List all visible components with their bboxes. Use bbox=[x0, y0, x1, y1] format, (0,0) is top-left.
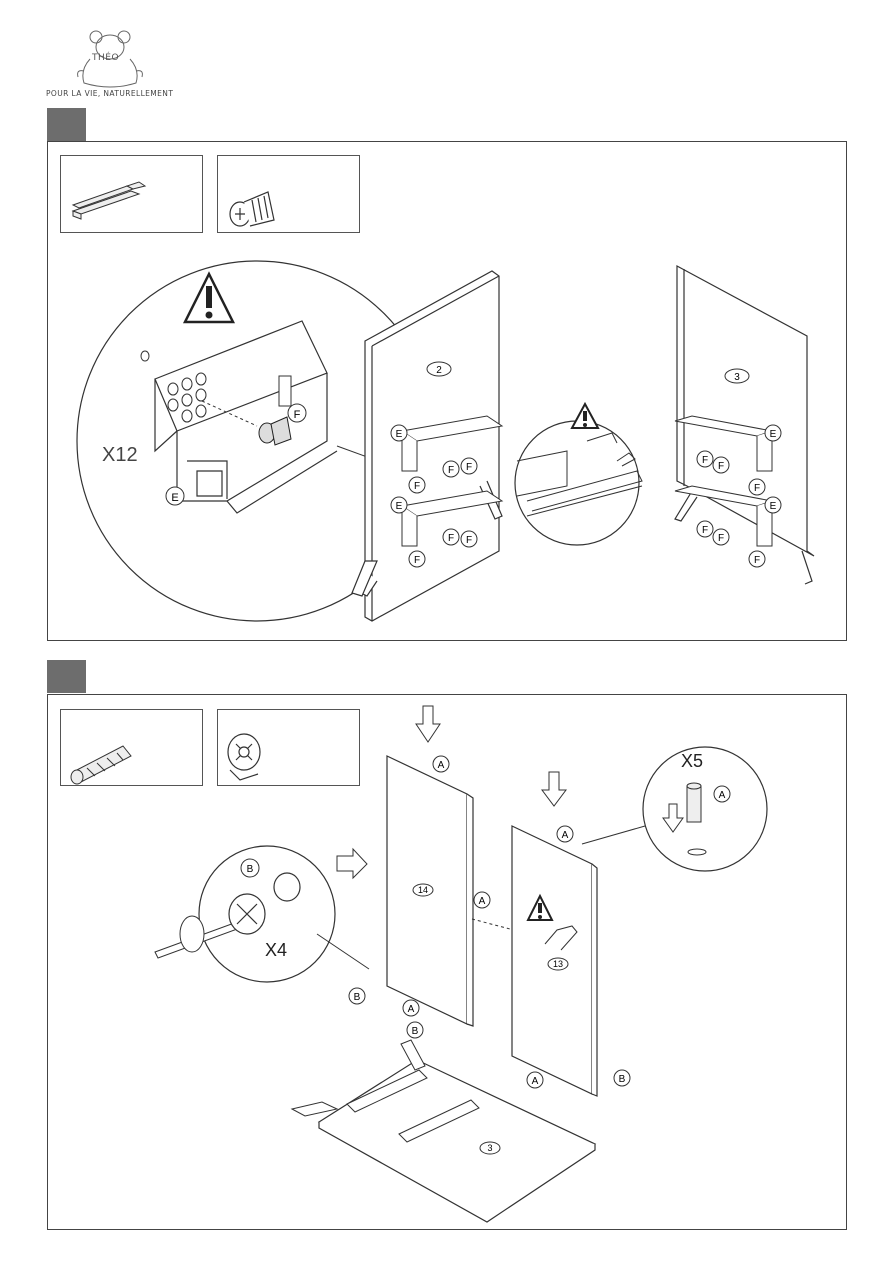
label-e-zoom: E bbox=[165, 486, 185, 506]
brand-logo bbox=[40, 25, 170, 100]
base-brackets bbox=[290, 1039, 480, 1143]
panel-3-labels: E F F F E F F F bbox=[696, 424, 782, 568]
zoom-circle-small bbox=[514, 420, 640, 546]
panel-14-labels: A A A B B bbox=[348, 755, 491, 1039]
panel-2-labels: E F F F E F F F bbox=[390, 424, 478, 568]
svg-text:B: B bbox=[354, 992, 361, 1003]
step-1-badge bbox=[47, 108, 86, 141]
step-2-drawing: B X4 14 A A A B B 13 A A B X5 bbox=[154, 705, 768, 1223]
warning-icon-small bbox=[570, 401, 600, 429]
svg-text:F: F bbox=[466, 462, 472, 473]
multiplier-x5: X5 bbox=[681, 751, 703, 771]
svg-text:13: 13 bbox=[553, 959, 563, 969]
svg-text:F: F bbox=[414, 555, 420, 566]
metal-bracket-icon bbox=[71, 181, 147, 220]
svg-text:3: 3 bbox=[487, 1143, 492, 1153]
brand-tagline: POUR LA VIE, NATURELLEMENT bbox=[46, 89, 174, 98]
wooden-dowel-icon bbox=[70, 745, 132, 785]
svg-text:3: 3 bbox=[734, 372, 740, 383]
svg-text:2: 2 bbox=[436, 365, 442, 376]
svg-text:B: B bbox=[619, 1074, 626, 1085]
teddy-bear-logo-icon bbox=[77, 30, 143, 88]
svg-text:A: A bbox=[479, 896, 486, 907]
svg-text:B: B bbox=[247, 864, 254, 875]
channel-detail bbox=[154, 320, 338, 514]
dowel-detail bbox=[686, 782, 707, 856]
svg-text:A: A bbox=[408, 1004, 415, 1015]
label-panel-14: 14 bbox=[412, 883, 434, 897]
part-box-dowel bbox=[60, 709, 203, 786]
panel-3 bbox=[674, 264, 815, 585]
label-panel-3: 3 bbox=[724, 368, 750, 384]
base-panel-3 bbox=[317, 1059, 597, 1223]
label-base-3: 3 bbox=[479, 1141, 501, 1155]
svg-text:A: A bbox=[532, 1076, 539, 1087]
label-a-zoom: A bbox=[713, 785, 731, 803]
hole-pattern bbox=[140, 350, 207, 423]
multiplier-x12: X12 bbox=[102, 444, 138, 466]
svg-text:F: F bbox=[702, 455, 708, 466]
label-b-zoom: B bbox=[240, 858, 260, 878]
svg-text:A: A bbox=[719, 790, 726, 801]
svg-text:F: F bbox=[448, 533, 454, 544]
svg-text:B: B bbox=[412, 1026, 419, 1037]
right-arrow-icon bbox=[336, 847, 368, 880]
label-f-zoom: F bbox=[287, 403, 307, 423]
svg-text:F: F bbox=[718, 461, 724, 472]
step-2-badge bbox=[47, 660, 86, 693]
svg-text:F: F bbox=[702, 525, 708, 536]
panel-13-labels: A A B bbox=[526, 825, 631, 1089]
label-panel-2: 2 bbox=[426, 361, 452, 377]
cam-nut-detail bbox=[258, 416, 292, 446]
dowel-down-arrow-icon bbox=[662, 803, 684, 833]
svg-text:F: F bbox=[754, 555, 760, 566]
part-box-bracket bbox=[60, 155, 203, 233]
svg-text:E: E bbox=[171, 492, 178, 504]
part-box-cam-nut bbox=[217, 155, 360, 233]
hand-icon bbox=[544, 925, 578, 951]
zoom-small-detail bbox=[516, 432, 643, 517]
svg-text:E: E bbox=[396, 429, 403, 440]
svg-text:F: F bbox=[294, 409, 301, 421]
svg-text:E: E bbox=[770, 501, 777, 512]
zoom-dowel-circle bbox=[642, 746, 768, 872]
screwdriver-icon bbox=[154, 915, 241, 959]
panel-2-brackets bbox=[400, 415, 504, 547]
svg-text:F: F bbox=[754, 483, 760, 494]
warning-icon bbox=[182, 271, 236, 324]
part-box-cam-lock bbox=[217, 709, 360, 786]
svg-text:F: F bbox=[414, 481, 420, 492]
step-1-drawing: X12 F E 2 E F F F E F F F bbox=[76, 260, 815, 622]
svg-text:E: E bbox=[396, 501, 403, 512]
svg-text:F: F bbox=[448, 465, 454, 476]
cam-lock-detail bbox=[228, 872, 301, 935]
svg-text:A: A bbox=[438, 760, 445, 771]
multiplier-x4: X4 bbox=[265, 940, 287, 960]
svg-text:14: 14 bbox=[418, 885, 428, 895]
cam-nut-icon bbox=[229, 191, 275, 227]
svg-text:F: F bbox=[466, 535, 472, 546]
cam-lock-icon bbox=[227, 733, 261, 781]
zoom-cam-circle bbox=[198, 845, 336, 983]
warning-icon-step2 bbox=[526, 893, 554, 921]
svg-text:F: F bbox=[718, 533, 724, 544]
svg-text:A: A bbox=[562, 830, 569, 841]
svg-text:E: E bbox=[770, 429, 777, 440]
brand-name: THÉO bbox=[92, 53, 120, 63]
label-panel-13: 13 bbox=[547, 957, 569, 971]
